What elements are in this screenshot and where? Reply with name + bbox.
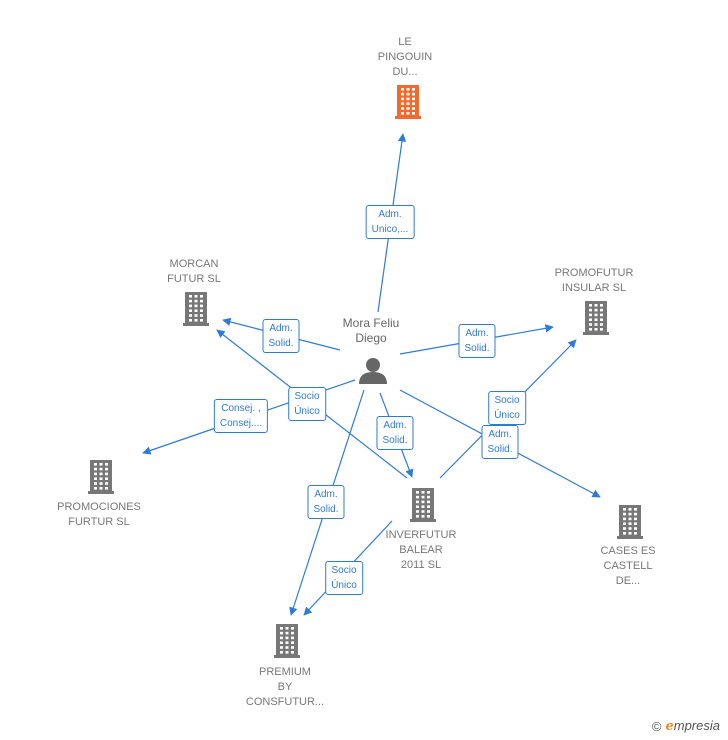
building-icon-promofutur[interactable] (583, 301, 609, 335)
edge-label-mora-to-morcan[interactable]: Adm. Solid. (262, 319, 300, 353)
node-label-promofutur[interactable]: PROMOFUTUR INSULAR SL (554, 267, 634, 294)
building-icon-morcan[interactable] (183, 292, 209, 326)
edge-label-inverfutur-to-morcan[interactable]: Socio Único (288, 387, 326, 421)
node-label-promociones[interactable]: PROMOCIONES FURTUR SL (57, 501, 141, 528)
node-label-inverfutur[interactable]: INVERFUTUR BALEAR 2011 SL (385, 529, 457, 571)
node-label-premium[interactable]: PREMIUM BY CONSFUTUR... (245, 666, 325, 708)
edge-label-mora-to-cases[interactable]: Adm. Solid. (481, 425, 519, 459)
brand-initial: e (665, 719, 674, 734)
edge-label-inverfutur-to-premium[interactable]: Socio Único (325, 561, 363, 595)
edge-label-mora-to-le-pingouin[interactable]: Adm. Unico,... (365, 205, 415, 239)
edge-label-mora-to-premium[interactable]: Adm. Solid. (307, 485, 345, 519)
node-label-le-pingouin[interactable]: LE PINGOUIN DU... (377, 36, 433, 78)
node-label-mora[interactable]: Mora Feliu Diego (342, 316, 400, 345)
node-label-morcan[interactable]: MORCAN FUTUR SL (167, 258, 221, 285)
brand-logo[interactable]: empresia (665, 718, 720, 734)
copyright-icon: © (651, 718, 662, 734)
building-icon-premium[interactable] (274, 624, 300, 658)
brand-name: mpresia (673, 718, 720, 733)
edge-label-inverfutur-to-promofutur[interactable]: Socio Único (488, 391, 526, 425)
nodes-layer (88, 85, 643, 658)
building-icon-cases[interactable] (617, 505, 643, 539)
building-icon-inverfutur[interactable] (410, 488, 436, 522)
copyright-footer: © empresia (652, 718, 720, 734)
person-icon-mora[interactable] (359, 358, 387, 384)
edge-label-mora-to-inverfutur[interactable]: Adm. Solid. (376, 416, 414, 450)
building-icon-le-pingouin[interactable] (395, 85, 421, 119)
node-label-cases[interactable]: CASES ES CASTELL DE... (600, 545, 656, 587)
building-icon-promociones[interactable] (88, 460, 114, 494)
edge-label-mora-to-promociones[interactable]: Consej. , Consej.... (213, 399, 269, 433)
edge-label-mora-to-promofutur[interactable]: Adm. Solid. (458, 324, 496, 358)
